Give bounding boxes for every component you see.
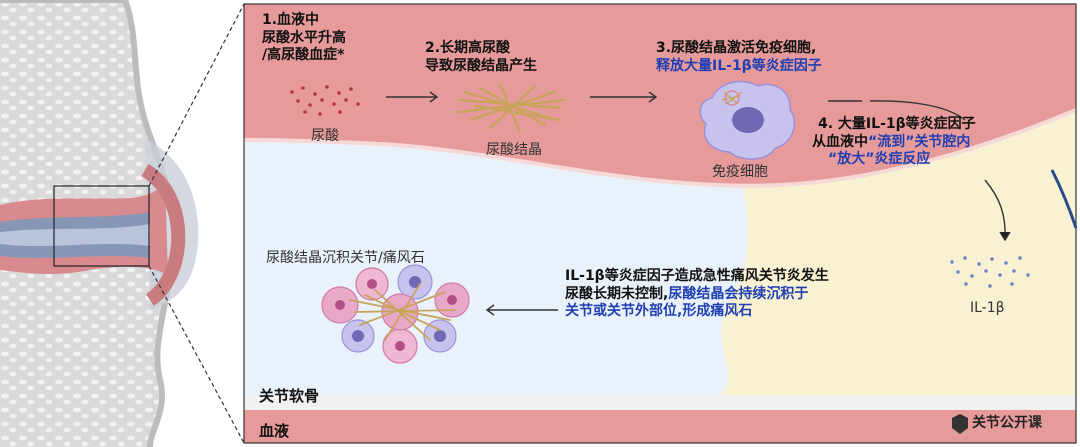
step2-line1: 2.长期高尿酸 [425,40,511,56]
step3-text: 3.尿酸结晶激活免疫细胞, 释放大量IL-1β等炎症因子 [656,40,822,75]
watermark-badge [952,414,968,434]
watermark-text: 关节公开课 [972,415,1042,431]
step2-text: 2.长期高尿酸 导致尿酸结晶产生 [425,40,537,75]
step5-line2: 尿酸长期未控制,尿酸结晶会持续沉积于 [565,286,829,304]
step4-line3-b: 炎症反应 [874,151,931,167]
step1-text: 1.血液中 尿酸水平升高 /高尿酸血症* [262,12,346,65]
immune-cell-label: 免疫细胞 [712,164,768,180]
blood-label: 血液 [259,422,290,440]
step5-line3: 关节或关节外部位,形成痛风石 [565,303,753,319]
step1-line3: /高尿酸血症* [262,47,345,63]
step3-line1: 3.尿酸结晶激活免疫细胞, [656,40,817,56]
il1b-label: IL-1β [970,300,1005,316]
step1-line2: 尿酸水平升高 [262,29,346,46]
step4-text: 4. 大量IL-1β等炎症因子 从血液中“流到”关节腔内 “放大”炎症反应 [812,116,976,169]
flow-arrows [386,91,1011,316]
tophus-label: 尿酸结晶沉积关节/痛风石 [266,250,425,266]
step5-line2-a: 尿酸长期未控制, [565,285,669,302]
il1b-dots [950,256,1030,288]
immune-cell [699,80,796,160]
step2-line2: 导致尿酸结晶产生 [425,57,537,74]
step4-line2-a: 从血液中 [812,133,868,150]
step4-line2-b: “流到”关节腔内 [868,133,971,150]
step4-line2: 从血液中“流到”关节腔内 [812,134,976,152]
crystal-label: 尿酸结晶 [486,142,542,158]
step5-text: IL-1β等炎症因子造成急性痛风关节炎发生 尿酸长期未控制,尿酸结晶会持续沉积于… [565,268,829,321]
step3-line2: 释放大量IL-1β等炎症因子 [656,57,822,74]
step5-line2-b: 尿酸结晶会持续沉积于 [668,285,809,302]
tophus-cluster [321,264,470,364]
uric-acid-label: 尿酸 [311,128,339,144]
knee-joint-thumbnail [0,0,245,447]
cartilage-label: 关节软骨 [259,387,320,405]
step4-line1: 4. 大量IL-1β等炎症因子 [818,116,976,132]
uric-acid-dots [290,85,360,116]
crystal-needles [456,82,567,134]
step4-line3: “放大”炎症反应 [812,151,976,169]
step1-line1: 1.血液中 [262,12,320,28]
step4-line3-a: “放大” [828,151,875,167]
step5-line1: IL-1β等炎症因子造成急性痛风关节炎发生 [565,268,829,284]
